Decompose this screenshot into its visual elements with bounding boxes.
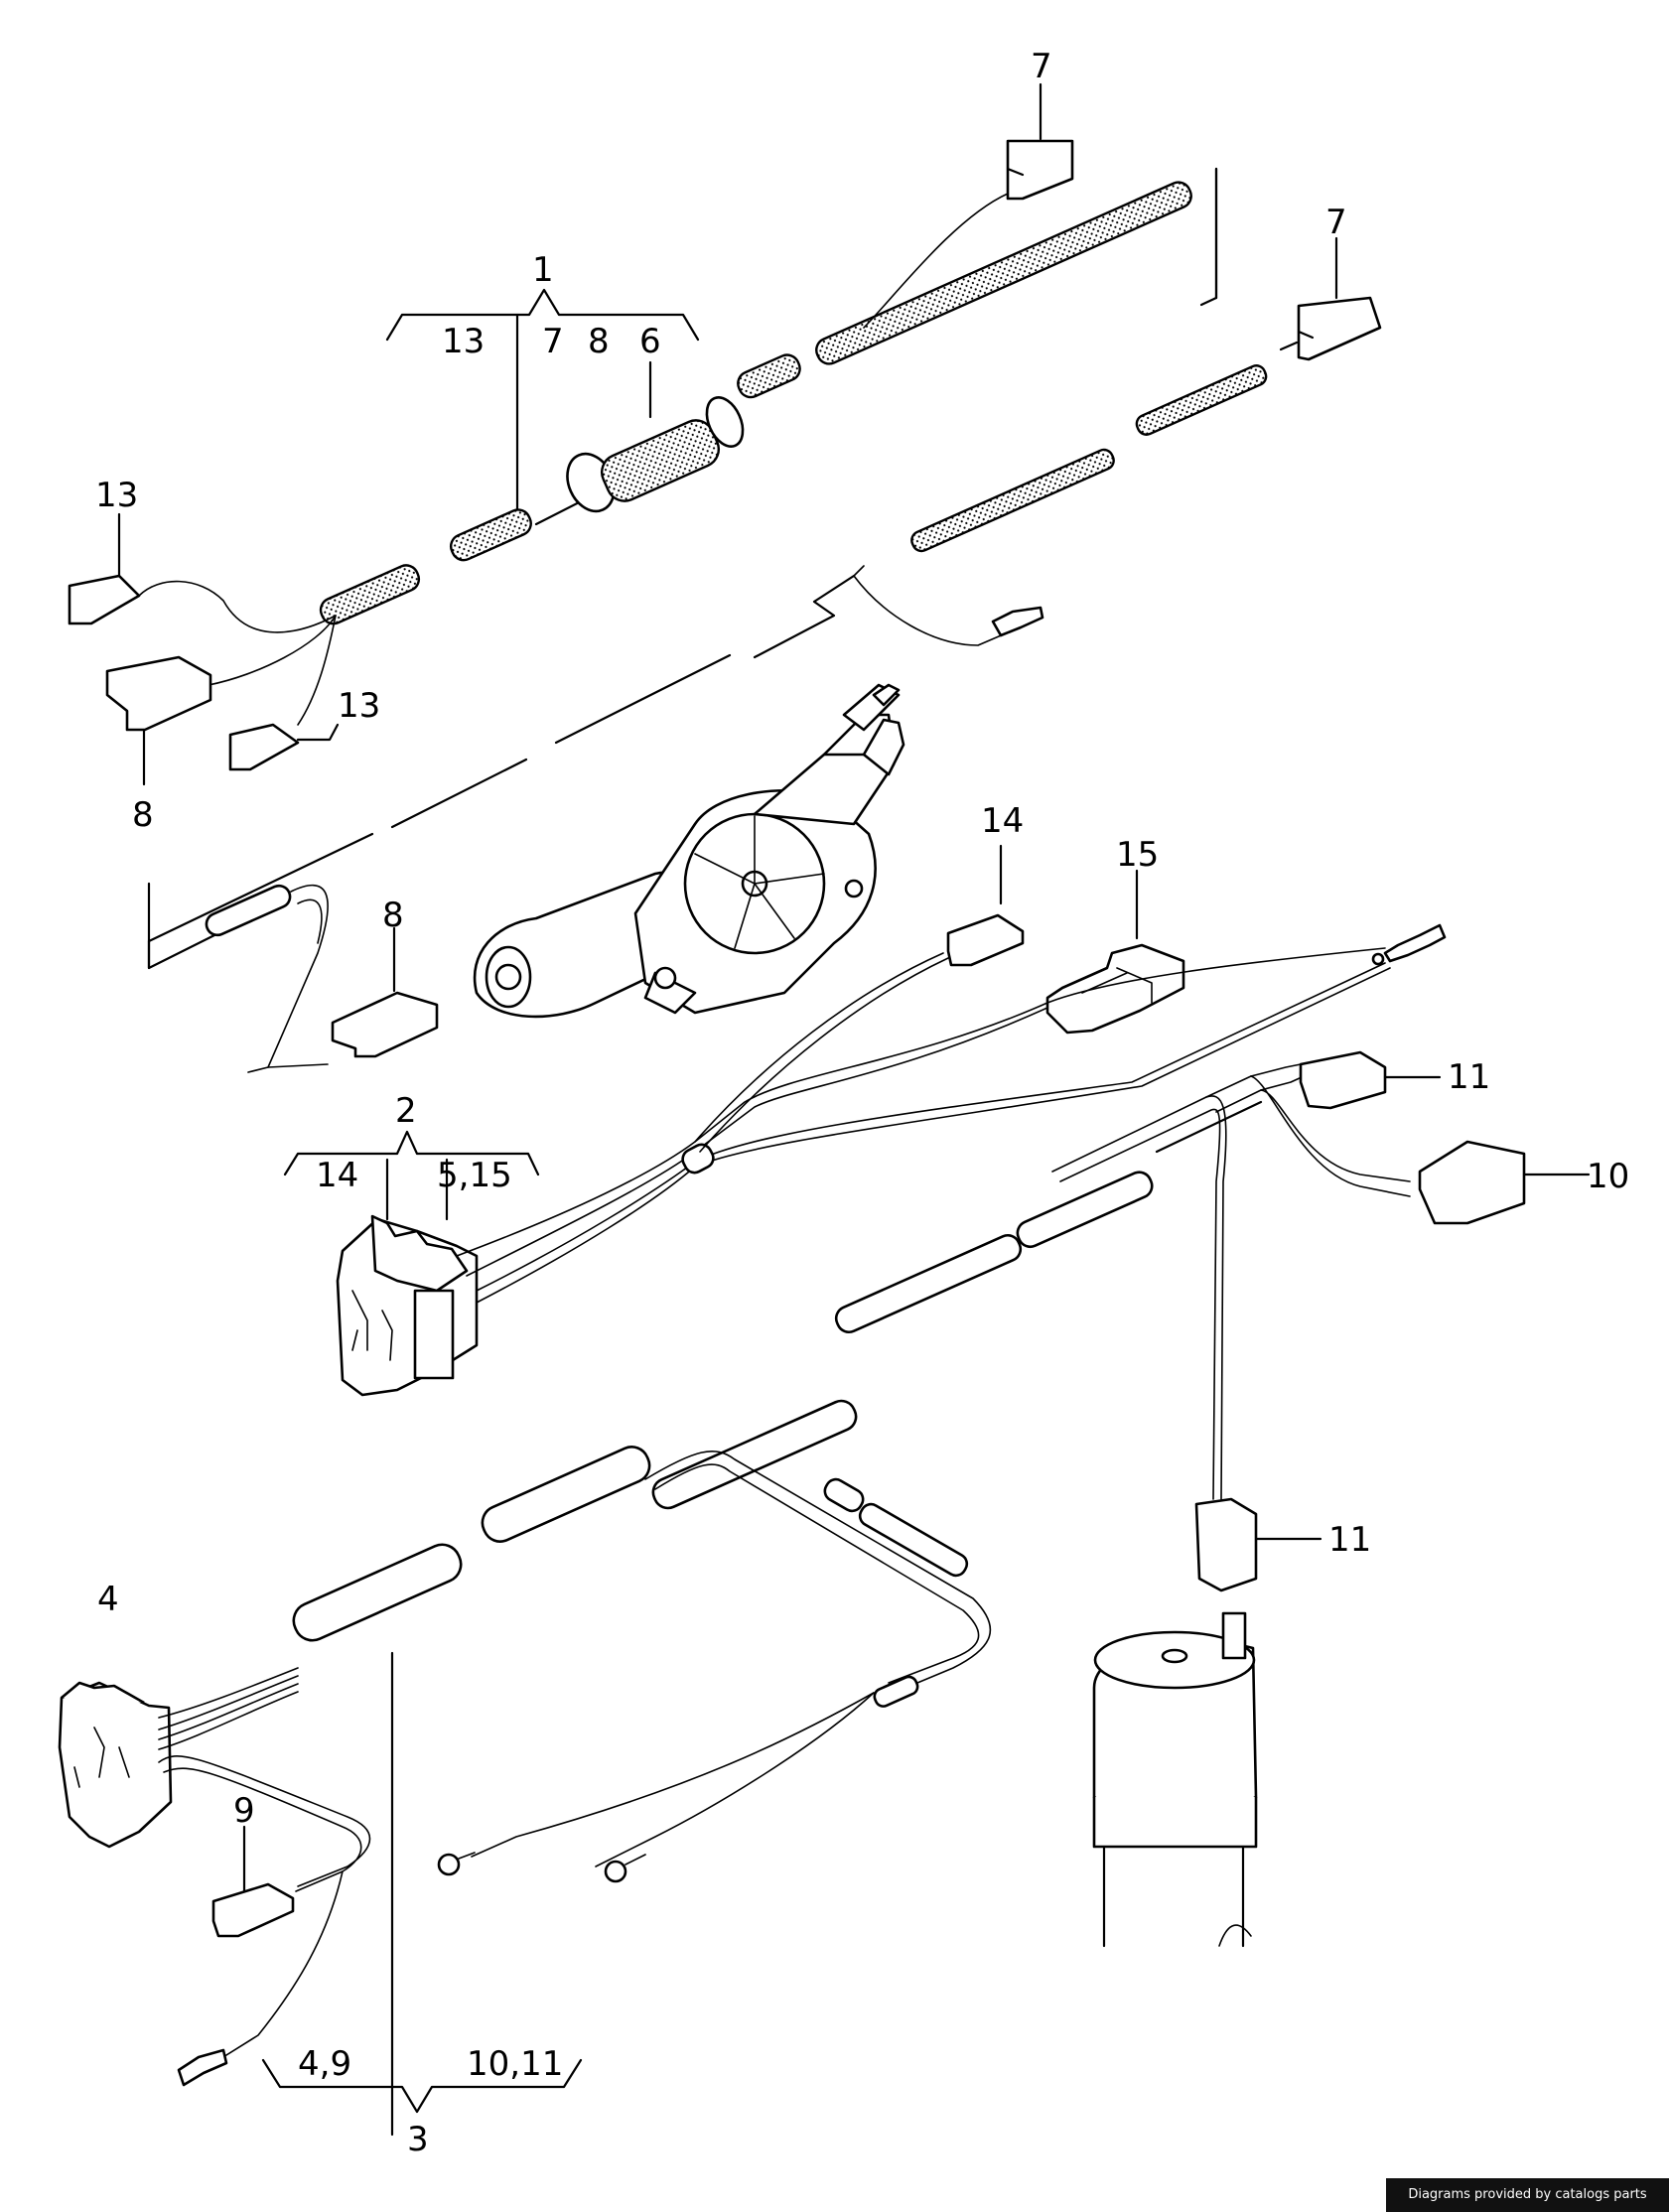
callout-11-top: 11	[1448, 1057, 1490, 1097]
harness-1	[68, 82, 1382, 970]
callout-7-top: 7	[1031, 47, 1052, 86]
connector-11-top	[1299, 1050, 1442, 1110]
callout-7-right: 7	[1325, 203, 1347, 242]
callout-4: 4	[97, 1580, 119, 1619]
connector-11-bottom	[1194, 1497, 1322, 1592]
capacitor	[1092, 1611, 1258, 1948]
callout-9: 9	[233, 1791, 255, 1831]
callout-11-bottom: 11	[1328, 1520, 1371, 1560]
connector-10	[1418, 1140, 1591, 1225]
callout-8-left: 8	[132, 795, 154, 835]
wiper-motor	[473, 683, 905, 1019]
connector-7-top	[863, 82, 1074, 329]
connector-13-bottom	[228, 723, 340, 771]
harness-1-lower-loop	[205, 884, 439, 1073]
connector-8-top-left	[105, 655, 212, 786]
connector-8-middle	[331, 926, 439, 1058]
callout-8-group: 8	[588, 322, 610, 361]
callout-2: 2	[395, 1091, 417, 1131]
relay-2	[336, 1214, 479, 1397]
callout-15: 15	[1116, 835, 1159, 875]
connector-9	[211, 1825, 295, 1938]
callout-3: 3	[407, 2120, 429, 2159]
callouts: 7 1 13 7 8 6 7 13 13 8 14 15 8 2 11 14 5…	[95, 47, 1629, 2159]
callout-8-middle: 8	[382, 896, 404, 935]
connector-13-top-left	[68, 512, 141, 625]
callout-14-group: 14	[316, 1156, 358, 1195]
connector-14	[946, 844, 1025, 967]
connector-7-right	[1279, 236, 1382, 361]
grommet	[566, 396, 745, 513]
callout-13-left: 13	[95, 476, 138, 515]
harness-3	[58, 1050, 1591, 2137]
callout-4-9: 4,9	[298, 2044, 351, 2084]
harness-2	[283, 844, 1447, 1397]
callout-10: 10	[1587, 1157, 1629, 1196]
callout-14-top: 14	[981, 801, 1024, 841]
callout-6: 6	[639, 322, 661, 361]
callout-13-group: 13	[442, 322, 485, 361]
connector-15	[1045, 869, 1185, 1035]
credit-badge: Diagrams provided by catalogs parts	[1386, 2178, 1669, 2212]
callout-10-11: 10,11	[467, 2044, 563, 2084]
callout-5-15: 5,15	[437, 1156, 512, 1195]
callout-13-bottom: 13	[338, 686, 380, 726]
callout-7-group: 7	[542, 322, 564, 361]
callout-1: 1	[532, 250, 554, 290]
relay-4	[58, 1681, 173, 1849]
